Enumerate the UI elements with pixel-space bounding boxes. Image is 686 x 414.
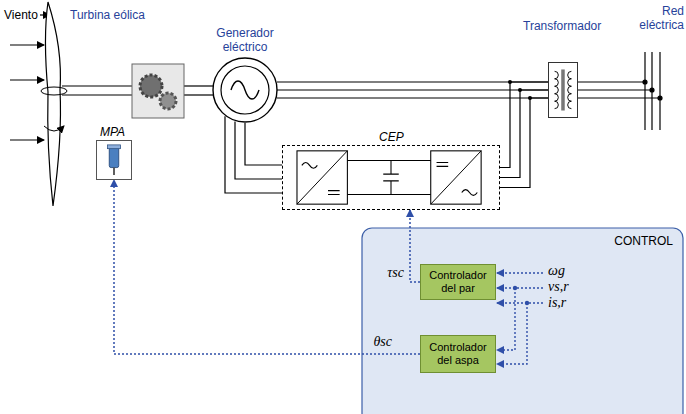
connector-line	[225, 116, 282, 193]
node-text: Controlador del par	[424, 269, 492, 295]
edge-label: θsc	[373, 335, 392, 349]
part-label: Turbina eólica	[70, 8, 145, 22]
node-text: MPA	[100, 125, 125, 139]
pitch-rotation-arrow	[44, 126, 64, 131]
signal-name: ωg	[548, 264, 565, 278]
junction-dot	[508, 80, 512, 84]
gear	[140, 75, 162, 97]
part-label: Red eléctrica	[630, 4, 684, 32]
gen-drawing	[212, 57, 278, 123]
connector	[500, 80, 548, 188]
pitch-actuator-box: MPA	[96, 140, 132, 180]
turbine-blade	[45, 2, 60, 206]
connector	[277, 82, 548, 98]
cep-drawing	[283, 146, 499, 209]
controller-box: Controlador del aspa	[420, 335, 496, 373]
gearbox	[132, 64, 184, 118]
connector-line	[410, 210, 420, 282]
signal-name: vs,r	[548, 280, 569, 294]
node-text: Generador eléctrico	[198, 26, 292, 54]
connector-line	[500, 82, 548, 188]
connector	[114, 180, 420, 354]
junction-dot	[518, 88, 522, 92]
connector-line	[114, 180, 420, 354]
connector-line	[277, 82, 548, 98]
connector	[225, 116, 282, 193]
control-panel: CONTROL Controlador del parControlador de…	[362, 228, 683, 414]
node-text: Transformador	[523, 19, 601, 33]
controller-box: Controlador del par	[420, 264, 496, 300]
signal-lines	[497, 273, 543, 364]
gear	[160, 93, 176, 109]
junction-dot	[528, 96, 532, 100]
signal-name: is,r	[548, 296, 566, 310]
edge-label: τsc	[387, 266, 404, 280]
connector	[410, 210, 420, 282]
junction-dot	[525, 301, 529, 305]
node-text: CEP	[379, 130, 404, 144]
tr-drawing	[549, 63, 577, 117]
node-text: CONTROL	[614, 234, 673, 248]
wind-arrows	[10, 15, 50, 140]
power-converter: CEP	[282, 145, 500, 210]
turbine-hub	[41, 87, 67, 95]
node-text: Controlador del aspa	[424, 341, 492, 367]
junction-dot	[513, 286, 517, 290]
mpa-drawing	[97, 141, 131, 179]
grid-lines	[578, 52, 662, 130]
transformer-box: Transformador	[548, 62, 578, 118]
generator-circle: Generador eléctrico	[212, 57, 278, 123]
part-label: Viento	[4, 8, 38, 22]
